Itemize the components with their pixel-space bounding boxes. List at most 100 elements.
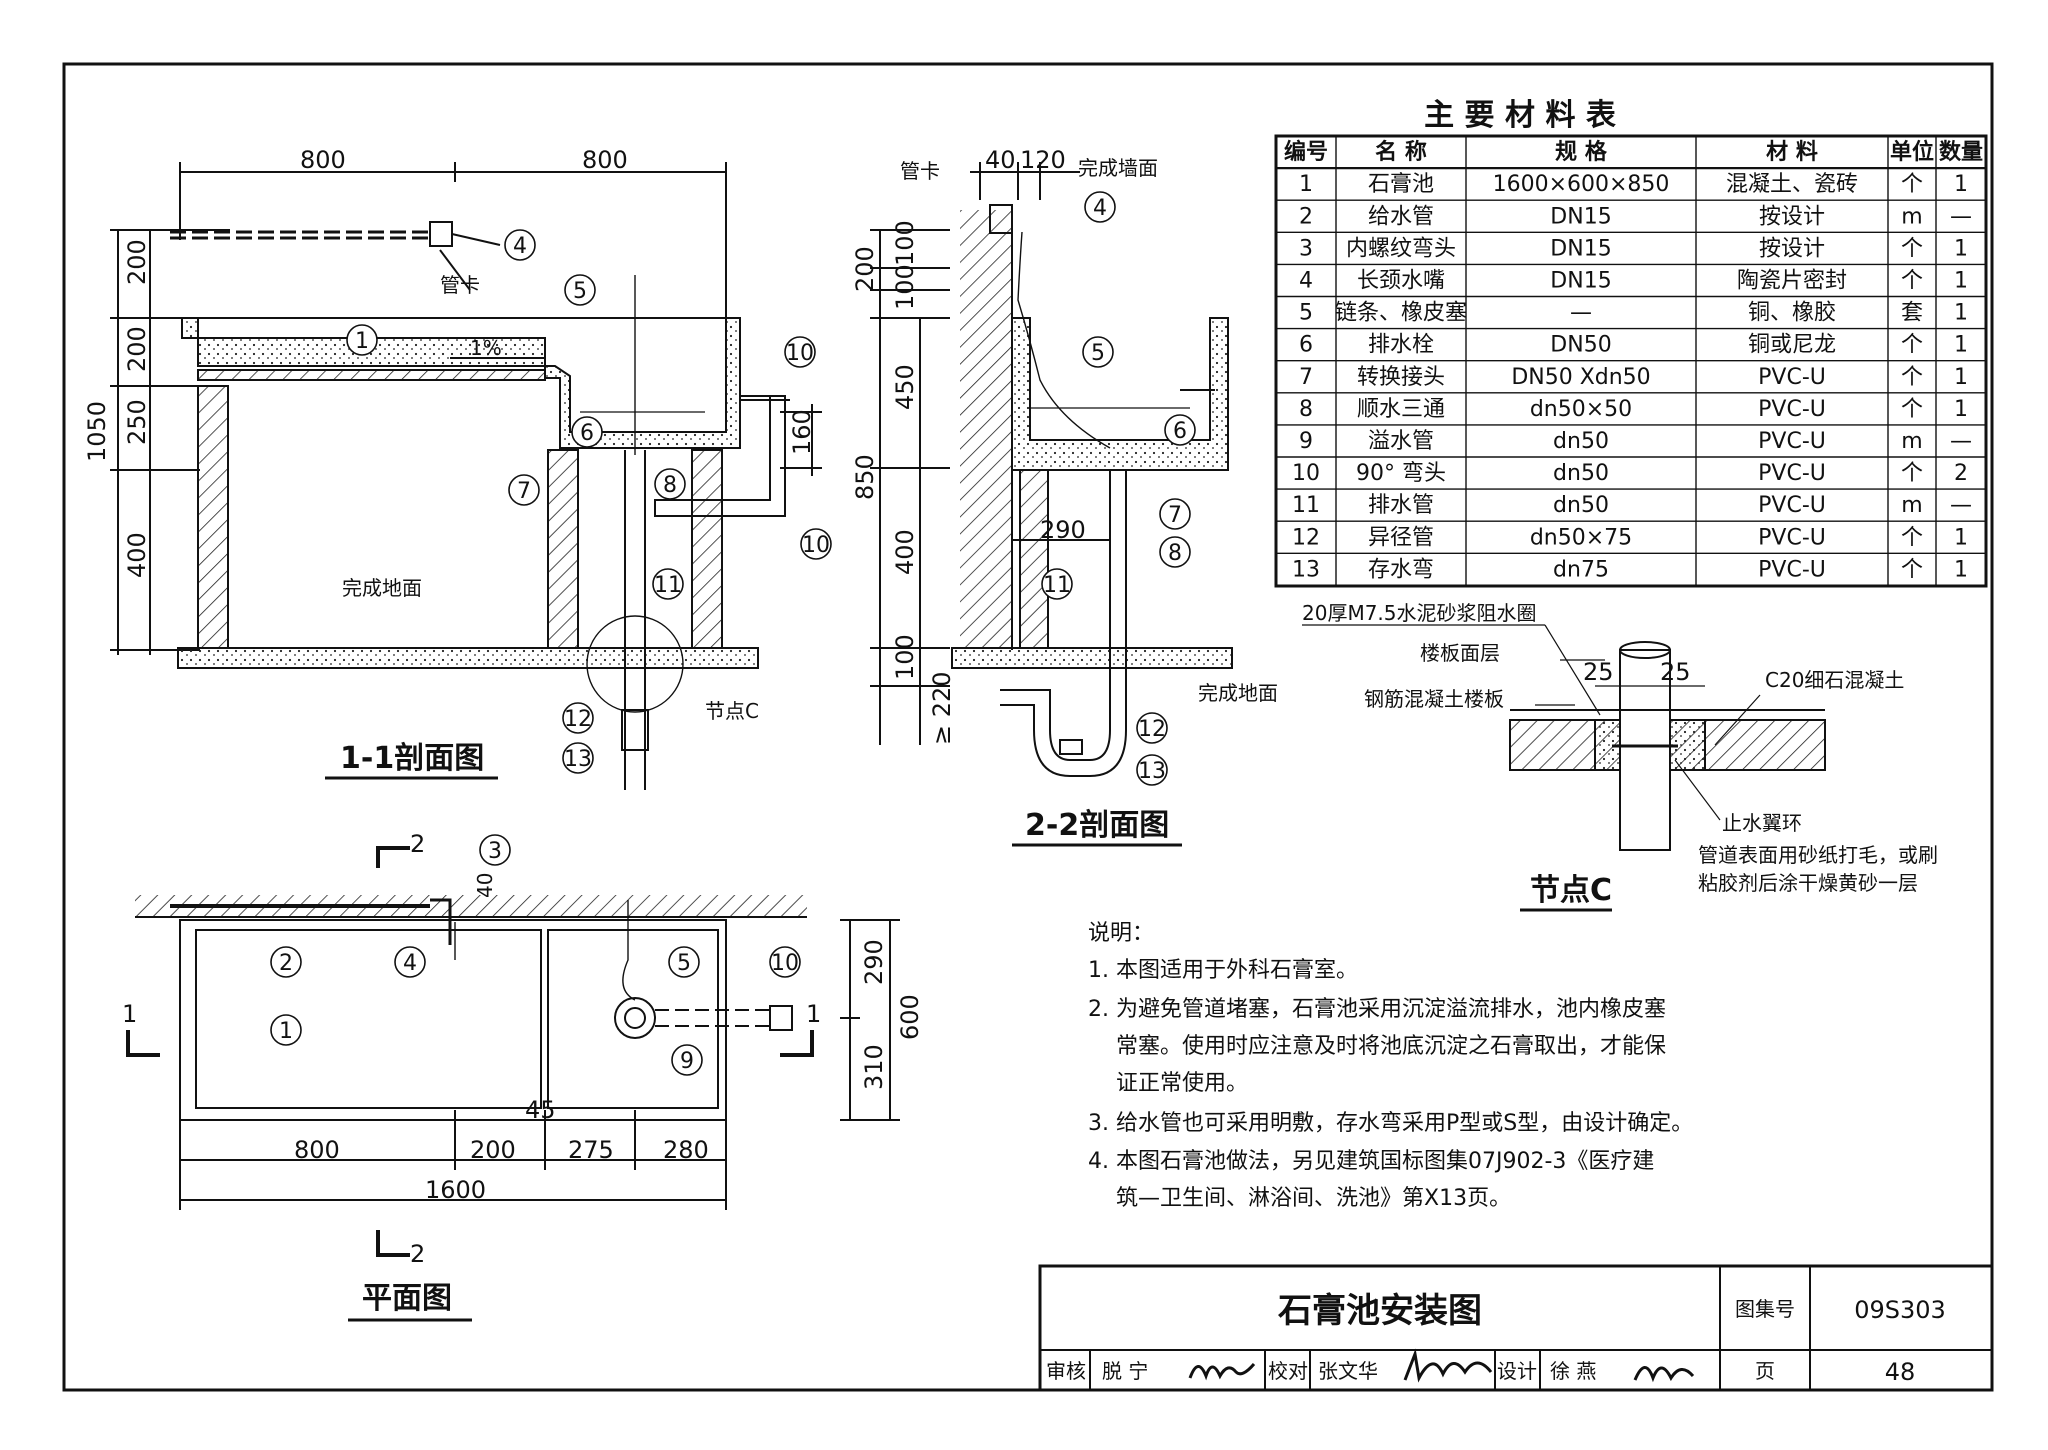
cut-mark-2-bottom: 2 <box>410 1240 425 1268</box>
table-cell: 按设计 <box>1759 236 1825 261</box>
reviewer-name: 脱 宁 <box>1102 1359 1148 1383</box>
node-c-note1: 管道表面用砂纸打毛，或刷 <box>1698 843 1938 867</box>
svg-text:7: 7 <box>1168 503 1182 528</box>
table-cell: m <box>1901 429 1922 454</box>
node-c-slab: 钢筋混凝土楼板 <box>1364 687 1504 711</box>
dim-850: 850 <box>851 454 879 500</box>
wall-label: 完成墙面 <box>1078 156 1158 180</box>
node-c-detail <box>1302 624 1826 851</box>
cut-mark-1-left: 1 <box>122 1000 137 1028</box>
section-1-1-title: 1-1剖面图 <box>340 741 484 776</box>
svg-text:2: 2 <box>279 951 293 976</box>
table-cell: 1 <box>1954 172 1968 197</box>
table-cell: DN50 Xdn50 <box>1511 365 1650 390</box>
node-c-note2: 粘胶剂后涂干燥黄砂一层 <box>1698 871 1918 895</box>
node-c-ring: 止水翼环 <box>1722 811 1802 835</box>
svg-text:5: 5 <box>1091 341 1105 366</box>
table-cell: DN50 <box>1550 333 1611 358</box>
svg-text:6: 6 <box>1173 419 1187 444</box>
dim-120: 120 <box>1020 146 1066 174</box>
table-cell: PVC-U <box>1758 525 1826 550</box>
svg-text:12: 12 <box>564 707 592 732</box>
table-cell: dn50×50 <box>1530 397 1632 422</box>
table-cell: 5 <box>1299 301 1313 326</box>
node-c-ref: 节点C <box>705 699 759 723</box>
page-number: 48 <box>1885 1358 1916 1386</box>
table-cell: 1 <box>1954 301 1968 326</box>
node-c-title: 节点C <box>1530 873 1612 908</box>
table-cell: 陶瓷片密封 <box>1737 269 1847 294</box>
dim-400: 400 <box>123 532 151 578</box>
svg-text:13: 13 <box>1138 759 1166 784</box>
table-cell: 排水管 <box>1368 493 1434 518</box>
notes-heading: 说明： <box>1088 921 1154 946</box>
dim-450: 450 <box>891 364 919 410</box>
pipe-clamp-label-1: 管卡 <box>440 273 480 297</box>
table-cell: 6 <box>1299 333 1313 358</box>
table-cell: 链条、橡皮塞 <box>1335 301 1467 326</box>
dim-200b: 200 <box>123 326 151 372</box>
table-cell: 个 <box>1901 525 1923 550</box>
dim-250: 250 <box>123 399 151 445</box>
note-4a: 4. 本图石膏池做法，另见建筑国标图集07J902-3《医疗建 <box>1088 1149 1654 1174</box>
table-cell: 长颈水嘴 <box>1357 269 1445 294</box>
table-cell: 顺水三通 <box>1357 397 1445 422</box>
table-cell: 8 <box>1299 397 1313 422</box>
floor-label-1: 完成地面 <box>342 576 422 600</box>
table-cell: 11 <box>1292 493 1320 518</box>
table-cell: DN15 <box>1550 269 1611 294</box>
table-cell: PVC-U <box>1758 429 1826 454</box>
table-cell: 排水栓 <box>1368 333 1434 358</box>
plan-dim-1600: 1600 <box>425 1176 486 1204</box>
table-cell: 给水管 <box>1368 204 1434 229</box>
table-cell: 3 <box>1299 236 1313 261</box>
table-cell: 1600×600×850 <box>1493 172 1670 197</box>
plan-dim-275: 275 <box>568 1136 614 1164</box>
cut-mark-1-right: 1 <box>806 1000 821 1028</box>
table-header-cell: 单位 <box>1890 139 1934 165</box>
table-cell: 7 <box>1299 365 1313 390</box>
table-cell: 转换接头 <box>1357 365 1445 390</box>
table-cell: 个 <box>1901 365 1923 390</box>
table-cell: 12 <box>1292 525 1320 550</box>
note-2b: 常塞。使用时应注意及时将池底沉淀之石膏取出，才能保 <box>1116 1034 1666 1059</box>
table-cell: PVC-U <box>1758 365 1826 390</box>
svg-text:5: 5 <box>573 279 587 304</box>
node-c-concrete: C20细石混凝土 <box>1765 668 1904 692</box>
table-cell: 2 <box>1299 204 1313 229</box>
table-cell: DN15 <box>1550 204 1611 229</box>
node-c-floor-surface: 楼板面层 <box>1420 641 1500 665</box>
svg-text:10: 10 <box>802 533 830 558</box>
table-cell: 个 <box>1901 461 1923 486</box>
table-cell: m <box>1901 204 1922 229</box>
table-header-cell: 编号 <box>1284 139 1328 165</box>
callouts-plan <box>270 834 801 1076</box>
table-cell: 1 <box>1954 557 1968 582</box>
atlas-number: 09S303 <box>1854 1296 1946 1324</box>
table-cell: m <box>1901 493 1922 518</box>
table-cell: 铜、橡胶 <box>1748 301 1836 326</box>
svg-text:4: 4 <box>403 951 417 976</box>
table-cell: 10 <box>1292 461 1320 486</box>
dim-40: 40 <box>985 146 1016 174</box>
svg-text:5: 5 <box>677 951 691 976</box>
table-cell: dn50 <box>1553 493 1609 518</box>
table-cell: 石膏池 <box>1368 172 1434 197</box>
svg-text:7: 7 <box>517 479 531 504</box>
table-header-cell: 规 格 <box>1555 139 1608 165</box>
floor-label-2: 完成地面 <box>1198 681 1278 705</box>
node-c-dim-25a: 25 <box>1583 658 1614 686</box>
table-cell: 混凝土、瓷砖 <box>1726 172 1858 197</box>
table-cell: 溢水管 <box>1368 429 1434 454</box>
dim-100a: 100 <box>891 220 919 266</box>
section-1-1 <box>110 162 822 790</box>
table-header-cell: 材 料 <box>1766 140 1818 165</box>
table-cell: — <box>1950 204 1972 229</box>
table-cell: 1 <box>1954 333 1968 358</box>
table-cell: 1 <box>1954 236 1968 261</box>
table-cell: dn50×75 <box>1530 525 1632 550</box>
page-label: 页 <box>1755 1359 1775 1383</box>
table-cell: 套 <box>1901 301 1923 326</box>
